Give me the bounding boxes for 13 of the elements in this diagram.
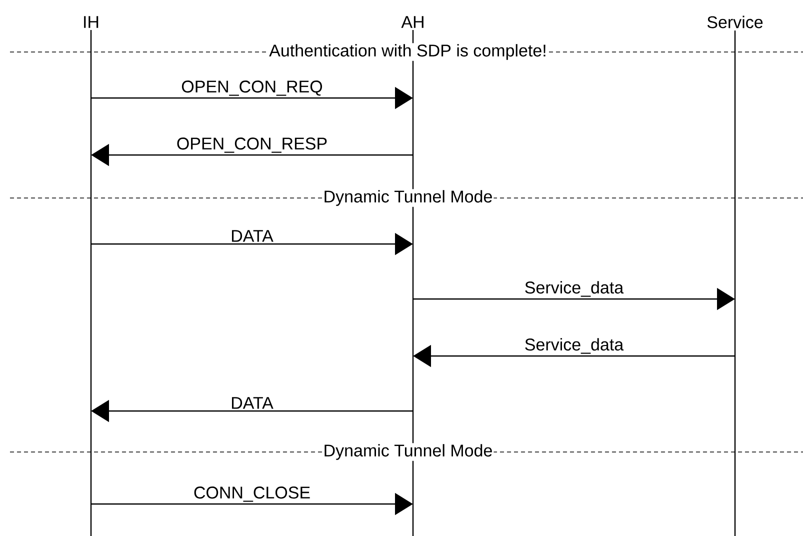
participant-label: AH (401, 16, 424, 28)
edge-label: OPEN_CON_REQ (180, 80, 324, 97)
participant-label: Service (707, 16, 763, 28)
edge-label: DATA (230, 396, 274, 410)
participant-label: IH (84, 16, 98, 28)
edge-label: Service_data (523, 337, 625, 355)
edge-label: DATA (230, 229, 274, 243)
edge-label: OPEN_CON_RESP (175, 136, 329, 154)
edge-label: Service_data (523, 280, 625, 298)
section-label: Dynamic Tunnel Mode (322, 443, 494, 461)
section-label: Dynamic Tunnel Mode (322, 189, 494, 207)
section-label: Authentication with SDP is complete! (268, 43, 548, 61)
edge-label: CONN_CLOSE (192, 486, 312, 503)
